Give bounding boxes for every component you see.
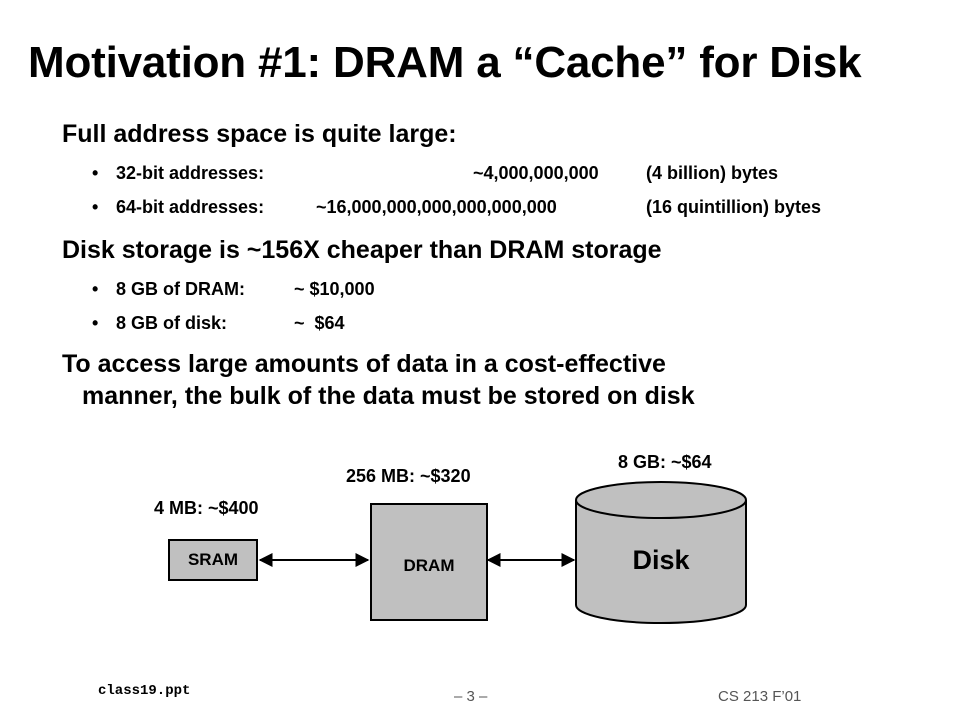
- bullet-disk-cost-label: 8 GB of disk:: [116, 313, 228, 333]
- sram-label: SRAM: [187, 550, 239, 569]
- dram-caption: 256 MB: ~$320: [346, 466, 471, 486]
- slide-title: Motivation #1: DRAM a “Cache” for Disk: [28, 38, 862, 87]
- point1-heading: Full address space is quite large:: [62, 120, 457, 148]
- bullet-32bit-value: ~4,000,000,000: [473, 163, 599, 183]
- disk-label: Disk: [632, 545, 690, 575]
- footer-course: CS 213 F’01: [718, 688, 802, 705]
- sram-box: SRAM: [168, 539, 258, 581]
- bullet-64bit-label: 64-bit addresses:: [116, 197, 265, 217]
- bullet-32bit-label: 32-bit addresses:: [116, 163, 265, 183]
- bullet-disk-cost-value: ~ $64: [294, 313, 345, 333]
- sram-caption: 4 MB: ~$400: [154, 498, 259, 518]
- point3-line2: manner, the bulk of the data must be sto…: [82, 382, 695, 410]
- bullet-64bit-note: (16 quintillion) bytes: [646, 197, 822, 217]
- bullet-64bit-value: ~16,000,000,000,000,000,000: [316, 197, 557, 217]
- bullet-dot: •: [92, 163, 99, 183]
- dram-label: DRAM: [403, 556, 455, 575]
- bullet-32bit: •: [92, 163, 98, 184]
- disk-caption: 8 GB: ~$64: [618, 452, 712, 472]
- footer-filename: class19.ppt: [98, 683, 191, 699]
- bullet-dot: •: [92, 313, 99, 333]
- bullet-dram-cost: •: [92, 279, 98, 300]
- point2-heading: Disk storage is ~156X cheaper than DRAM …: [62, 236, 662, 264]
- point3-line1: To access large amounts of data in a cos…: [62, 350, 666, 378]
- bullet-32bit-note: (4 billion) bytes: [646, 163, 779, 183]
- footer-page-number: – 3 –: [454, 688, 488, 705]
- bullet-64bit: •: [92, 197, 98, 218]
- bullet-dram-cost-value: ~ $10,000: [294, 279, 375, 299]
- dram-box: DRAM: [370, 503, 488, 621]
- bullet-dot: •: [92, 197, 99, 217]
- disk-cylinder: [575, 481, 747, 624]
- bullet-dot: •: [92, 279, 99, 299]
- bullet-disk-cost: •: [92, 313, 98, 334]
- bullet-dram-cost-label: 8 GB of DRAM:: [116, 279, 245, 299]
